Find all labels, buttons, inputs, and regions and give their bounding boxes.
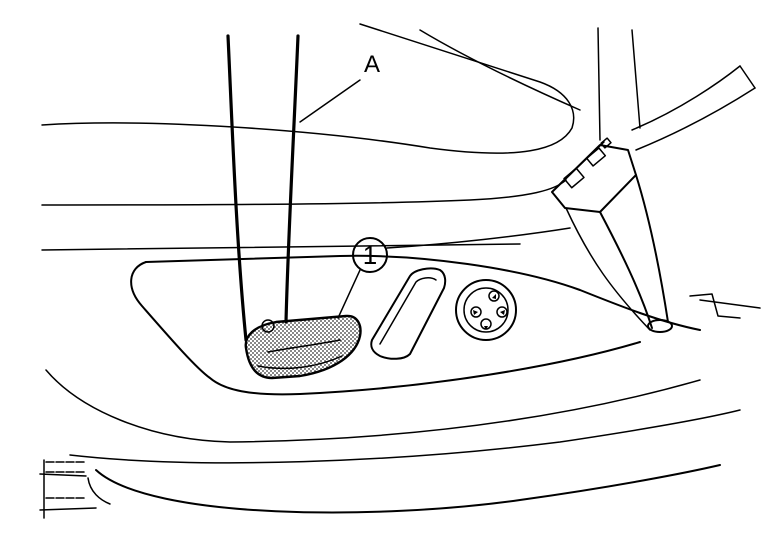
seat-side-trim	[39, 254, 741, 514]
callout-a: A	[299, 51, 380, 123]
callout-1: 1	[337, 227, 571, 319]
seat-cushion-outline	[41, 23, 581, 251]
door-pillar	[597, 27, 761, 319]
lumbar-knob[interactable]	[455, 279, 517, 341]
seat-belt-webbing	[226, 34, 300, 342]
callout-1-label: 1	[363, 240, 377, 270]
seat-slide-switch[interactable]	[370, 267, 447, 360]
recline-lever[interactable]	[244, 314, 362, 380]
callout-a-label: A	[364, 51, 380, 78]
seat-rail	[43, 459, 85, 519]
seat-belt-buckle	[551, 137, 673, 333]
